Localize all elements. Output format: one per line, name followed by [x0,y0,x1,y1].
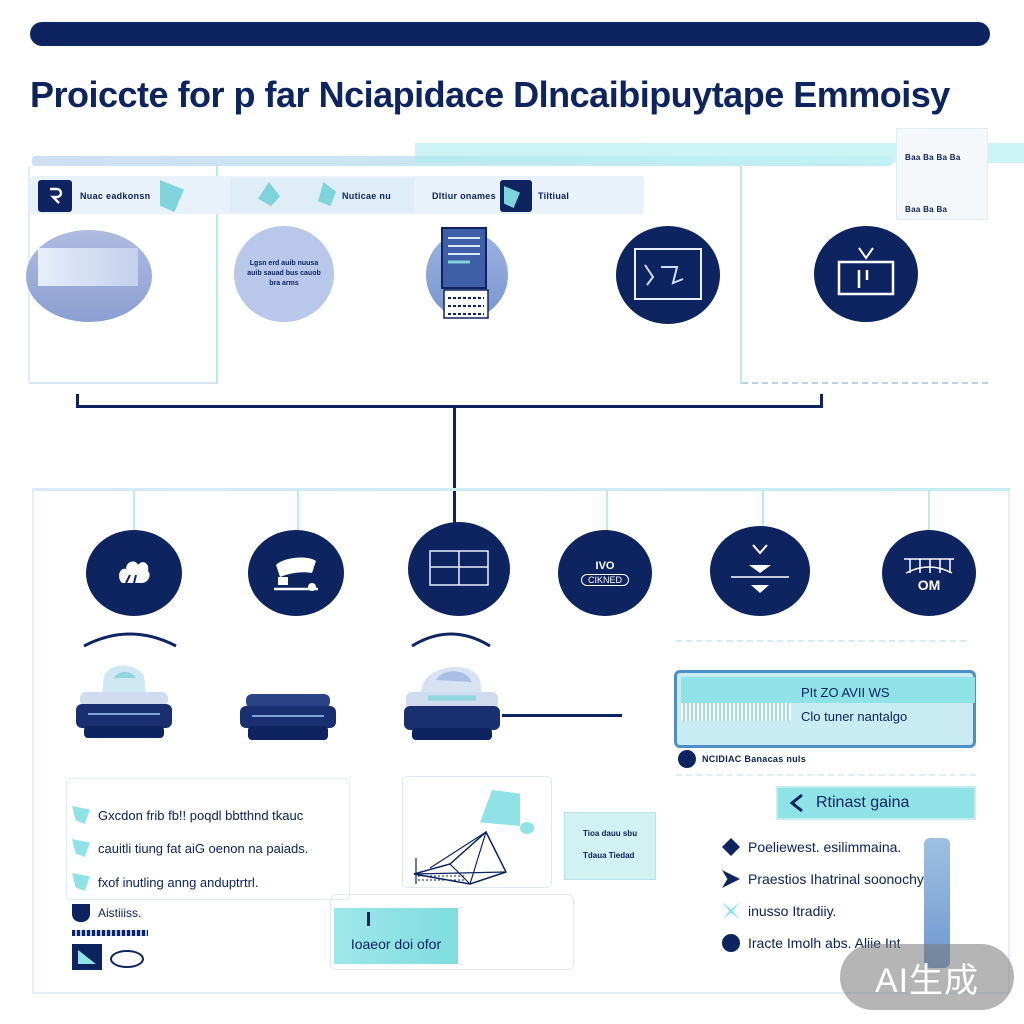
left-list-item-1: Gxcdon frib fb!! poqdl bbtthnd tkauc [66,800,356,830]
device-3 [402,660,502,746]
grid-board-icon [429,550,489,586]
pill-box[interactable]: Rtinast gaina [776,786,976,820]
device-link-line [502,714,622,717]
tag-bottom: Baa Ba Ba [905,205,948,214]
bottom-circle-1 [86,530,182,616]
bottom-panel-topline [32,488,1010,491]
center-button[interactable]: Ioaeor doi ofor [334,908,458,964]
footer-eye-icon [110,950,144,968]
easel-icon [837,247,895,296]
document-icon [440,226,490,322]
device-1 [74,664,174,744]
tab1-icon [38,180,72,212]
bottom-circle-3 [408,522,510,616]
connector-right-cap [820,394,823,408]
tab2-label[interactable]: Nuticae nu [342,191,392,201]
bottom-circle-4: IVO CIKNED [558,530,652,616]
circle-icon [722,934,740,952]
center-button-label: Ioaeor doi ofor [350,936,442,952]
mini-card-line2: Tdaua Tiedad [583,851,635,860]
top-banner [30,22,990,46]
top-panel-divider-1 [216,166,218,384]
connector-left-cap [76,394,79,408]
left-list-box [66,778,350,900]
device-2 [238,692,338,746]
left-list-footer-bar [72,930,148,936]
left-list-item-2: cauitli tiung fat aiG oenon na paiads. [66,830,356,866]
top-panel-dashed [742,382,988,384]
chevron-icon [722,870,740,888]
drop-6 [928,490,930,532]
drop-bubble [520,822,534,834]
center-button-frame [330,894,574,970]
tab4-label[interactable]: Tiltiual [538,191,570,201]
top-panel-bottomline [30,382,216,384]
diamond-icon [722,838,740,856]
cross-icon [722,902,740,920]
hand-icon [119,561,150,584]
circle4-line2: CIKNED [580,574,629,586]
top-circle-4 [616,226,720,324]
tag-top: Baa Ba Ba Ba [905,153,961,162]
right-list-item-2: Praestios Ihatrinal soonochy [722,862,942,896]
arc-1 [83,632,177,648]
info-card: PIt ZO AVII WS Clo tuner nantalgo [674,670,976,748]
drop-4 [606,490,608,532]
info-card-line2: Clo tuner nantalgo [801,709,908,724]
top-circle-2: Lgsn erd auib nuusa auib sauad bus cauob… [234,226,334,322]
chat-icon [72,839,90,857]
mini-card-line1: Tioa dauu sbu [583,829,638,838]
structure-frame [402,776,552,888]
circle4-line1: IVO [595,560,615,572]
card-sub-text: NCIDIAC Banacas nuls [702,754,807,764]
top-circle-1 [26,230,152,322]
top-panel-divider-2 [740,166,742,384]
ai-watermark-text: AI生成 [874,961,980,1000]
ai-watermark: AI生成 [840,944,1014,1010]
mini-card: Tioa dauu sbu Tdaua Tiedad [564,812,656,880]
footer-tile-icon [72,944,102,970]
dashed-guide-1 [676,640,966,642]
drop-1 [133,490,135,532]
arc-2 [411,632,491,648]
right-list: Poeliewest. esilimmaina. Praestios Ihatr… [722,832,942,960]
tent-structure-icon [413,830,508,885]
chat-icon [72,873,90,891]
shield-icon [72,904,90,922]
scale-icon [731,544,789,593]
tab1-label[interactable]: Nuac eadkonsn [80,191,151,201]
left-list-item-4: Aistiiiss. [66,898,356,928]
top-circle-5 [814,226,918,322]
blueprint-icon [634,248,702,300]
right-list-item-1: Poeliewest. esilimmaina. [722,832,942,862]
microscope-icon [274,557,318,591]
bottom-circle-6: OM [882,530,976,616]
connector-vertical [453,408,456,526]
chat-icon [72,806,90,824]
pill-chevron-icon [789,793,803,813]
pill-label: Rtinast gaina [816,794,910,811]
left-list-item-3: fxof inutling anng anduptrtrl. [66,866,356,898]
center-button-mark [367,912,370,926]
tab3-icon [500,180,532,212]
drop-2 [297,490,299,532]
info-card-line1: PIt ZO AVII WS [801,685,890,700]
bridge-icon [904,558,954,574]
top-circle-2-text: Lgsn erd auib nuusa auib sauad bus cauob… [247,260,321,287]
circle6-text: OM [917,577,941,593]
tab3-label[interactable]: Dltiur onames [432,191,496,201]
bottom-circle-2 [248,530,344,616]
connector-horizontal [76,405,822,408]
left-list: Gxcdon frib fb!! poqdl bbtthnd tkauc cau… [66,800,356,928]
bottom-circle-5 [710,526,810,616]
top-panel-glow [415,143,1024,163]
card-sub-icon [678,750,696,768]
dashed-guide-2 [676,774,976,776]
page-title: Proiccte for p far Nciapidace Dlncaibipu… [30,74,950,115]
top-right-tag-box: Baa Ba Ba Ba Baa Ba Ba [896,128,988,220]
drop-5 [762,490,764,528]
right-list-item-3: inusso Itradiiy. [722,896,942,926]
